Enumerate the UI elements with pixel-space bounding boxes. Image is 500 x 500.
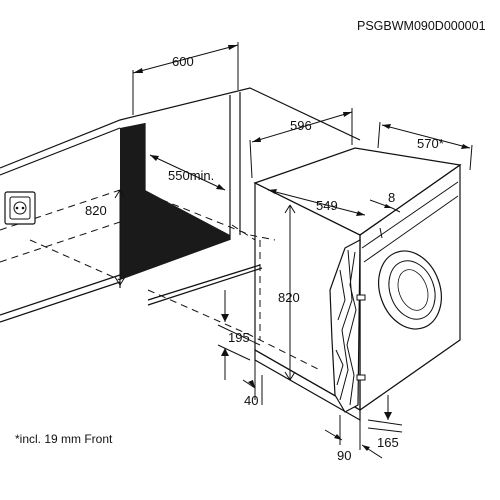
plinth-offset-label: 40: [244, 393, 258, 408]
niche-back-wall: [120, 123, 230, 280]
niche-height-label: 820: [85, 203, 107, 218]
foot-setback-label: 90: [337, 448, 351, 463]
machine-width-label: 596: [290, 118, 312, 133]
machine-depth-label: 549: [316, 198, 338, 213]
front-offset-label: 8: [388, 190, 395, 205]
wooden-front-panel: [329, 238, 366, 413]
niche-depth-label: 550min.: [168, 168, 214, 183]
machine-height-label: 820: [278, 290, 300, 305]
dimension-lines: [114, 42, 473, 459]
footnote: *incl. 19 mm Front: [15, 432, 113, 446]
washing-machine: [253, 147, 462, 422]
door-clearance-label: 165: [377, 435, 399, 450]
socket-icon: [4, 191, 36, 225]
plinth-height-label: 195: [228, 330, 250, 345]
diagram-code: PSGBWM090D000001: [357, 19, 486, 33]
niche-width-label: 600: [172, 54, 194, 69]
machine-depth-total-label: 570*: [417, 136, 444, 151]
